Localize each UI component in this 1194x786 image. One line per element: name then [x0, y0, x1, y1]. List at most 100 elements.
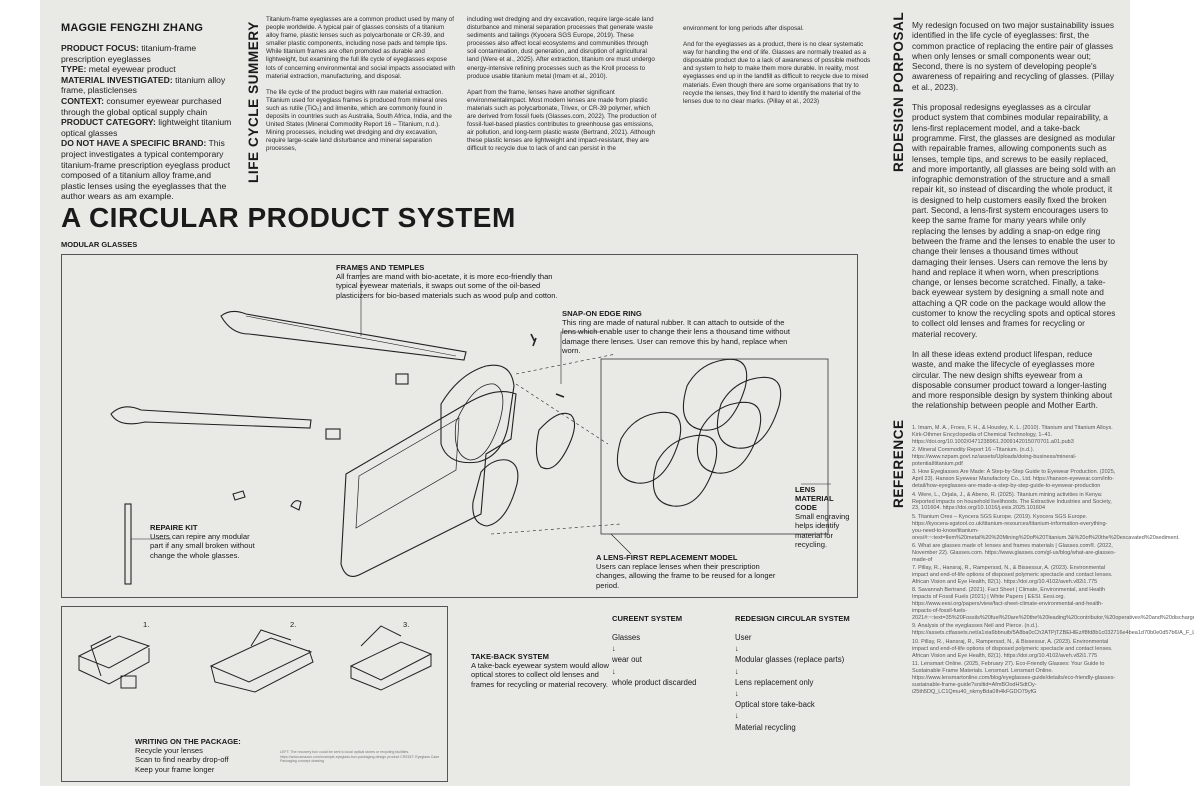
label-text: A take-back eyewear system would allow o…: [471, 661, 610, 689]
meta-value: titanium alloy frame, plasticlenses: [61, 74, 226, 96]
redesign-system: REDESIGN CIRCULAR SYSTEM User↓Modular gl…: [735, 614, 885, 733]
reference-item: 5. Titanium Ores – Kyocera SGS Europe. (…: [912, 513, 1180, 541]
label-heading: REPAIRE KIT: [150, 523, 198, 532]
label-heading: LENS MATERIAL CODE: [795, 485, 834, 512]
lifecycle-paragraph: environment for long periods after dispo…: [683, 25, 804, 32]
label-lens-first: A LENS-FIRST REPLACEMENT MODEL Users can…: [596, 553, 786, 590]
lifecycle-paragraph: Apart from the frame, lenses have anothe…: [467, 88, 657, 153]
label-text: Users can repire any modular part if any…: [150, 532, 255, 560]
lifecycle-column-2: including wet dredging and dry excavatio…: [467, 16, 657, 154]
flow-step: ↓: [735, 689, 739, 699]
label-lens-material-code: LENS MATERIAL CODE Small engraving helps…: [795, 485, 855, 550]
meta-item: DO NOT HAVE A SPECIFIC BRAND: This proje…: [61, 138, 233, 202]
meta-item: TYPE: metal eyewear product: [61, 64, 233, 75]
reference-heading: REFERENCE: [891, 419, 906, 508]
lifecycle-column-3: environment for long periods after dispo…: [683, 25, 873, 106]
current-system-heading: CUREENT SYSTEM: [612, 614, 683, 623]
flow-step: ↓: [612, 666, 616, 676]
flow-step: ↓: [735, 711, 739, 721]
reference-item: 4. Were, L., Orjala, J., & Abeno, R. (20…: [912, 491, 1112, 512]
proposal-heading: REDESIGN PORPOSAL: [891, 11, 906, 172]
current-system-flow: Glasses↓wear out↓whole product discarded: [612, 632, 742, 688]
packaging-box: [61, 606, 448, 782]
label-text: Recycle your lenses Scan to find nearby …: [135, 746, 229, 774]
reference-item: 2. Mineral Commodity Report 16 –Titanium…: [912, 447, 1077, 468]
label-heading: WRITING ON THE PACKAGE:: [135, 737, 241, 746]
flow-step: Material recycling: [735, 722, 796, 732]
flow-step: ↓: [612, 644, 616, 654]
proposal-paragraph: My redesign focused on two major sustain…: [912, 20, 1114, 92]
step-2-label: 2.: [290, 620, 297, 629]
label-heading: TAKE-BACK SYSTEM: [471, 652, 549, 661]
packaging-illustration: [77, 625, 433, 693]
redesign-system-heading: REDESIGN CIRCULAR SYSTEM: [735, 614, 850, 623]
meta-item: CONTEXT: consumer eyewear purchased thro…: [61, 96, 233, 117]
meta-value: metal eyewear product: [86, 64, 176, 75]
meta-value: lightweight titanium optical glasses: [61, 117, 232, 138]
lifecycle-heading: LIFE CYCLE SUMMERY: [246, 21, 261, 183]
reference-item: 10. Pillay, R., Hansraj, R., Ramperssd, …: [912, 638, 1113, 659]
current-system: CUREENT SYSTEM Glasses↓wear out↓whole pr…: [612, 614, 742, 688]
meta-key: DO NOT HAVE A SPECIFIC BRAND:: [61, 138, 207, 149]
flow-step: ↓: [735, 644, 739, 654]
lifecycle-paragraph: The life cycle of the product begins wit…: [266, 88, 452, 153]
meta-key: MATERIAL INVESTIGATED:: [61, 74, 173, 85]
reference-item: 9. Analysis of the eyeglasses Neil and P…: [912, 623, 1194, 637]
label-heading: A LENS-FIRST REPLACEMENT MODEL: [596, 553, 738, 562]
modular-glasses-diagram-box: [61, 254, 858, 598]
flow-step: Glasses: [612, 633, 641, 642]
label-text: Users can replace lenses when their pres…: [596, 562, 776, 590]
label-writing-package: WRITING ON THE PACKAGE: Recycle your len…: [135, 737, 335, 774]
reference-item: 11. Lensmart Online. (2025, February 27)…: [912, 661, 1116, 695]
label-snap-on-ring: SNAP-ON EDGE RING This ring are made of …: [562, 309, 794, 356]
meta-key: PRODUCT FOCUS:: [61, 43, 139, 53]
proposal-paragraph: In all these ideas extend product lifesp…: [912, 348, 1113, 411]
poster: MAGGIE FENGZHI ZHANG PRODUCT FOCUS: tita…: [40, 0, 1194, 786]
flow-step: Modular glasses (replace parts): [735, 655, 845, 665]
reference-item: 8. Savannah Bertrand. (2021). Fact Sheet…: [912, 587, 1194, 622]
reference-item: 7. Pillay, R., Hansraj, R., Ramperssd, N…: [912, 565, 1113, 586]
label-take-back: TAKE-BACK SYSTEM A take-back eyewear sys…: [471, 652, 611, 689]
flow-step: whole product discarded: [612, 677, 697, 687]
flow-step: User: [735, 633, 752, 642]
lifecycle-paragraph: Titanium-frame eyeglasses are a common p…: [266, 16, 456, 80]
section-subtitle: MODULAR GLASSES: [61, 240, 138, 249]
flow-step: Optical store take-back: [735, 700, 815, 710]
label-heading: FRAMES AND TEMPLES: [336, 263, 425, 272]
meta-value: consumer eyewear purchased through the g…: [61, 95, 222, 117]
reference-item: 1. Imam, M. A., Froes, F. H., & Housley,…: [912, 425, 1113, 445]
lifecycle-column-1: Titanium-frame eyeglasses are a common p…: [266, 16, 456, 154]
meta-item: MATERIAL INVESTIGATED: titanium alloy fr…: [61, 75, 233, 96]
label-repair-kit: REPAIRE KIT Users can repire any modular…: [150, 523, 262, 560]
project-meta: PRODUCT FOCUS: titanium-frame prescripti…: [61, 43, 233, 202]
label-text: All frames are mand with bio-acetate, it…: [336, 272, 558, 300]
package-fine-print: LEFT: The recovery box could be sent to …: [280, 750, 440, 764]
label-frames-temples: FRAMES AND TEMPLES All frames are mand w…: [336, 263, 558, 300]
reference-item: 3. How Eyeglasses Are Made: A Step-by-St…: [912, 469, 1116, 490]
meta-key: TYPE:: [61, 64, 87, 75]
meta-item: PRODUCT CATEGORY: lightweight titanium o…: [61, 117, 233, 138]
meta-value: titanium-frame prescription eyeglasses: [61, 43, 197, 64]
step-3-label: 3.: [403, 620, 410, 629]
flow-step: wear out: [612, 655, 642, 665]
page-title: A CIRCULAR PRODUCT SYSTEM: [61, 202, 516, 233]
proposal-text: My redesign focused on two major sustain…: [912, 20, 1116, 411]
flow-step: Lens replacement only: [735, 677, 814, 687]
label-text: Small engraving helps identify material …: [795, 512, 850, 550]
meta-value: This project investigates a typical cont…: [61, 138, 231, 202]
lifecycle-paragraph: And for the eyeglasses as a product, the…: [683, 41, 871, 105]
label-heading: SNAP-ON EDGE RING: [562, 309, 642, 318]
meta-item: PRODUCT FOCUS: titanium-frame prescripti…: [61, 43, 233, 64]
reference-list: 1. Imam, M. A., Froes, F. H., & Housley,…: [912, 425, 1194, 697]
meta-key: PRODUCT CATEGORY:: [61, 117, 156, 128]
author-name: MAGGIE FENGZHI ZHANG: [61, 22, 204, 34]
step-1-label: 1.: [143, 620, 150, 629]
exploded-glasses-illustration: [110, 266, 831, 585]
label-text: This ring are made of natural rubber. It…: [562, 318, 790, 356]
reference-item: 6. What are glasses made of: lenses and …: [912, 543, 1116, 563]
lifecycle-paragraph: including wet dredging and dry excavatio…: [467, 16, 655, 80]
meta-key: CONTEXT:: [61, 95, 104, 106]
proposal-paragraph: This proposal redesigns eyeglasses as a …: [912, 102, 1116, 339]
flow-step: ↓: [735, 666, 739, 676]
redesign-system-flow: User↓Modular glasses (replace parts)↓Len…: [735, 632, 885, 733]
